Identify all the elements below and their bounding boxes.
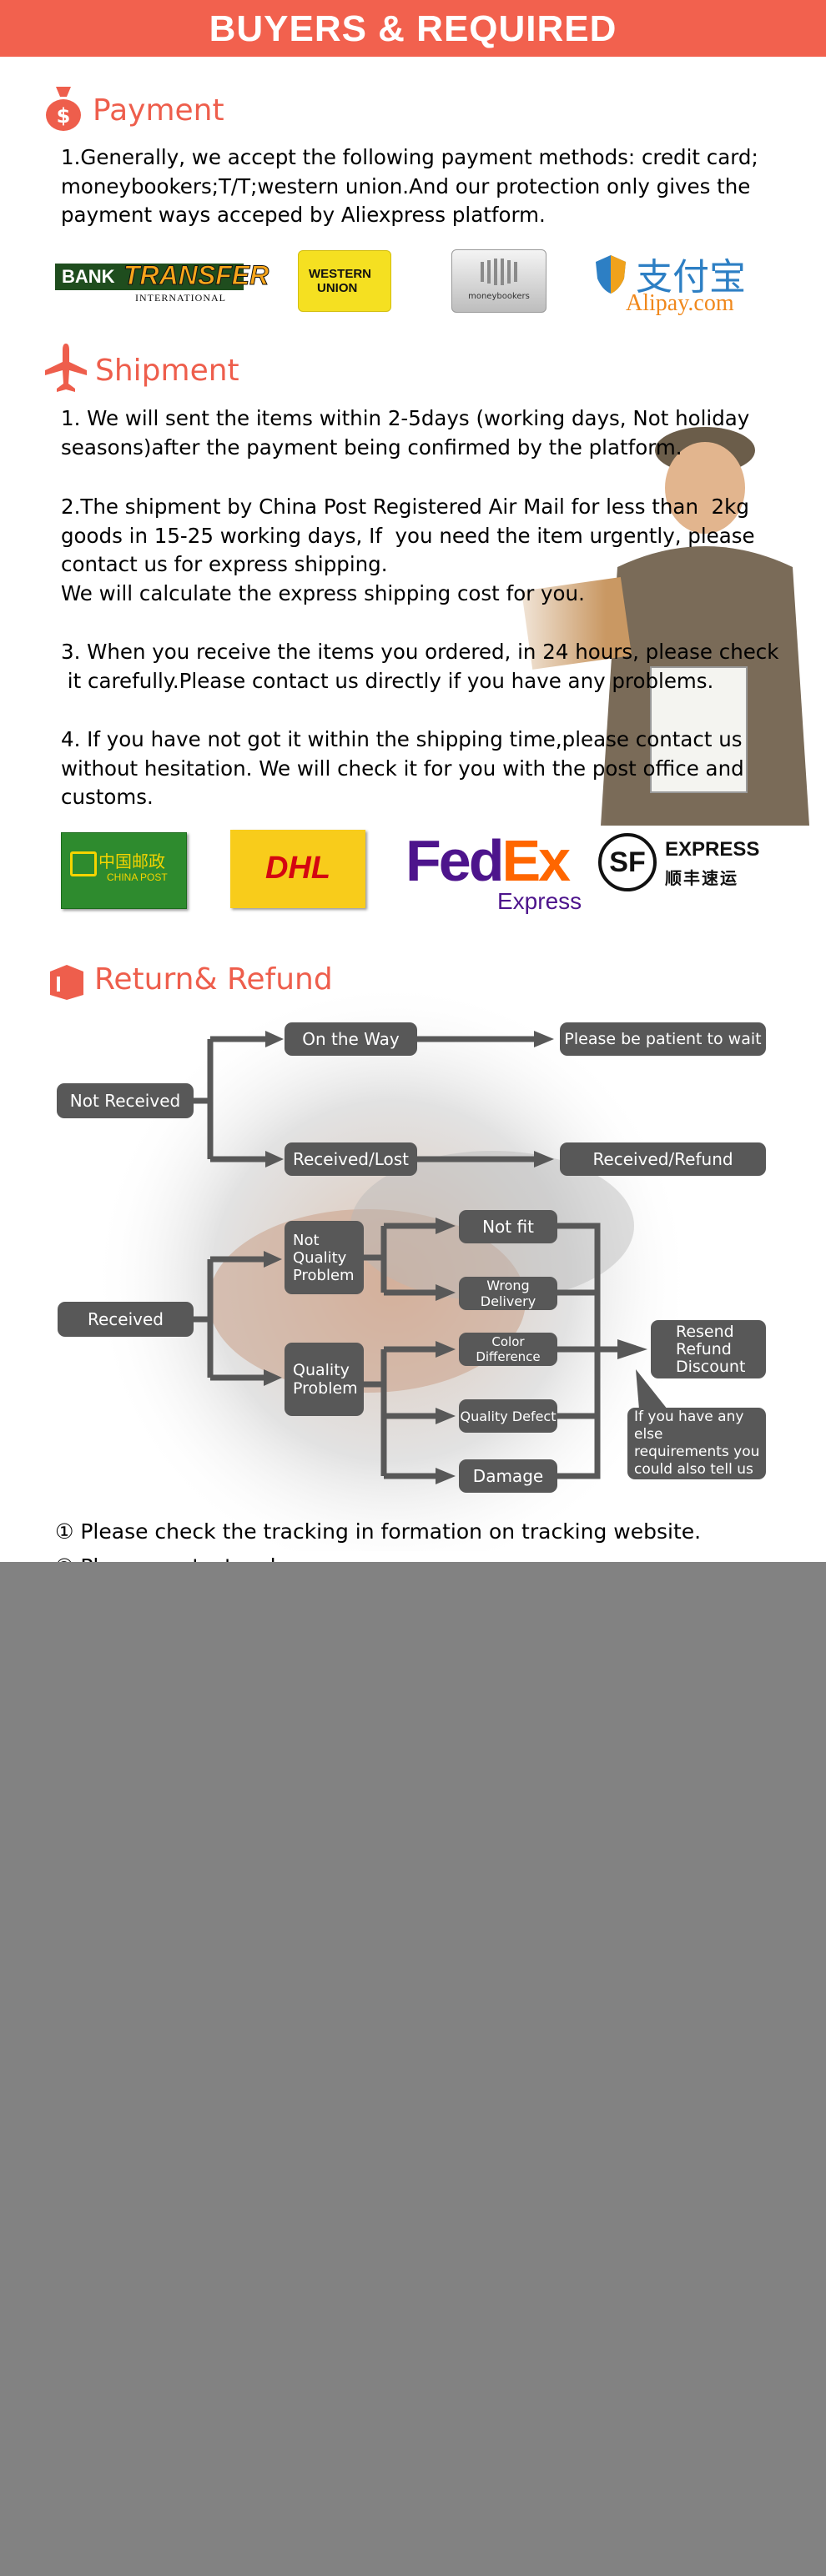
flow-damage: Damage [459,1459,557,1493]
airplane-icon [45,344,87,392]
refund-title: Return& Refund [94,962,333,997]
delivery-man-image [492,392,818,826]
moneybookers-logo: moneybookers [451,249,546,313]
flow-received: Received [58,1302,194,1337]
svg-text:$: $ [57,104,71,128]
shipment-p2: 2.The shipment by China Post Registered … [61,495,755,605]
header-banner [0,0,826,57]
bank-transfer-logo: BANK TRANSFER INTERNATIONAL [55,260,269,305]
money-bag-icon: $ [46,87,81,131]
payment-title: Payment [93,93,224,128]
china-post-mark-icon [70,851,97,876]
flow-color-difference: Color Difference [459,1333,557,1366]
flow-not-received: Not Received [57,1083,194,1118]
refund-note-1: ① Please check the tracking in formation… [55,1519,702,1544]
flow-wrong-delivery: Wrong Delivery [459,1277,557,1310]
china-post-logo: 中国邮政 CHINA POST [61,832,187,909]
grey-filler-area [0,1562,826,2576]
dhl-logo: DHL [230,830,365,908]
western-union-logo: WESTERN UNION [298,250,391,312]
moneybookers-waves-icon [481,259,517,285]
shipment-p3: 3. When you receive the items you ordere… [61,640,779,693]
flow-please-be-patient: Please be patient to wait [560,1022,766,1056]
refund-box-icon [50,965,83,1000]
flow-resend-refund-discount: Resend Refund Discount [651,1320,766,1378]
flow-not-fit: Not fit [459,1210,557,1243]
flow-quality-problem: Quality Problem [285,1343,364,1416]
refund-note-2: ② Please contact us by meesage, e-ma [55,1553,465,1562]
flow-not-quality-problem: Not Quality Problem [285,1221,364,1294]
flow-quality-defect: Quality Defect [459,1399,557,1433]
sf-express-logo: SF EXPRESS 顺丰速运 [598,830,759,901]
shipment-title: Shipment [95,354,239,388]
alipay-logo: 支付宝 Alipay.com [594,249,769,317]
flow-on-the-way: On the Way [285,1022,417,1056]
shipment-p4: 4. If you have not got it within the shi… [61,727,744,809]
shipment-p1: 1. We will sent the items within 2-5days… [61,406,750,459]
alipay-shield-icon [596,255,626,294]
banner-title: BUYERS & REQUIRED [209,8,617,49]
payment-text: 1.Generally, we accept the following pay… [61,145,758,227]
flow-received-lost: Received/Lost [285,1142,417,1176]
flow-received-refund: Received/Refund [560,1142,766,1176]
fedex-logo: FedEx Express [405,828,582,914]
flow-else-requirements: If you have any else requirements you co… [627,1408,766,1479]
